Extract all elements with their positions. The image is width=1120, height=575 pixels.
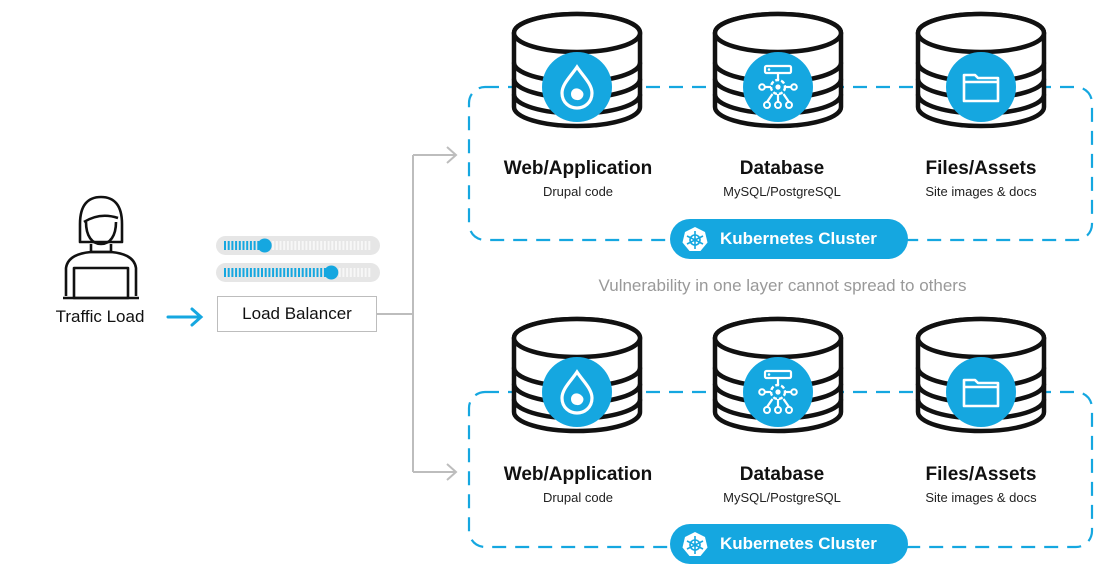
layer-title: Files/Assets: [925, 464, 1037, 485]
drupal-drop-icon: [542, 357, 612, 427]
cluster-outline-1: [467, 85, 1094, 242]
database-stack-icon: [915, 11, 1047, 129]
layer-subtitle: Drupal code: [542, 490, 614, 505]
database-stack-icon: [511, 316, 643, 434]
kubernetes-cluster-badge: Kubernetes Cluster: [670, 219, 908, 259]
layer-subtitle: Site images & docs: [925, 490, 1037, 505]
load-meter: [216, 236, 380, 255]
database-schema-icon: [743, 52, 813, 122]
load-balancer-label: Load Balancer: [242, 304, 352, 323]
kubernetes-helm-icon: [682, 532, 708, 556]
kubernetes-cluster-label: Kubernetes Cluster: [720, 229, 877, 248]
layer-title: Database: [739, 158, 825, 179]
folder-icon: [946, 52, 1016, 122]
load-balancer-box: Load Balancer: [217, 296, 377, 332]
database-stack-icon: [712, 11, 844, 129]
layer-subtitle: Drupal code: [542, 184, 614, 199]
meter-knob: [257, 238, 272, 253]
layer-subtitle: MySQL/PostgreSQL: [723, 490, 841, 505]
database-stack-icon: [915, 316, 1047, 434]
kubernetes-cluster-badge: Kubernetes Cluster: [670, 524, 908, 564]
layer-title: Web/Application: [503, 158, 653, 179]
connector-lines: [377, 146, 458, 481]
load-meter: [216, 263, 380, 282]
database-stacks: [511, 11, 1047, 434]
folder-icon: [946, 357, 1016, 427]
database-stack-icon: [712, 316, 844, 434]
layer-subtitle: Site images & docs: [925, 184, 1037, 199]
traffic-arrow-icon: [166, 307, 204, 327]
kubernetes-cluster-label: Kubernetes Cluster: [720, 534, 877, 553]
load-meters: [216, 236, 380, 282]
layer-title: Files/Assets: [925, 158, 1037, 179]
traffic-load-label: Traffic Load: [55, 307, 145, 326]
meter-knob: [324, 265, 339, 280]
kubernetes-helm-icon: [682, 227, 708, 251]
layer-subtitle: MySQL/PostgreSQL: [723, 184, 841, 199]
user-laptop-icon: [63, 195, 139, 300]
layer-title: Database: [739, 464, 825, 485]
isolation-note: Vulnerability in one layer cannot spread…: [598, 276, 967, 295]
database-schema-icon: [743, 357, 813, 427]
database-stack-icon: [511, 11, 643, 129]
drupal-drop-icon: [542, 52, 612, 122]
layer-title: Web/Application: [503, 464, 653, 485]
